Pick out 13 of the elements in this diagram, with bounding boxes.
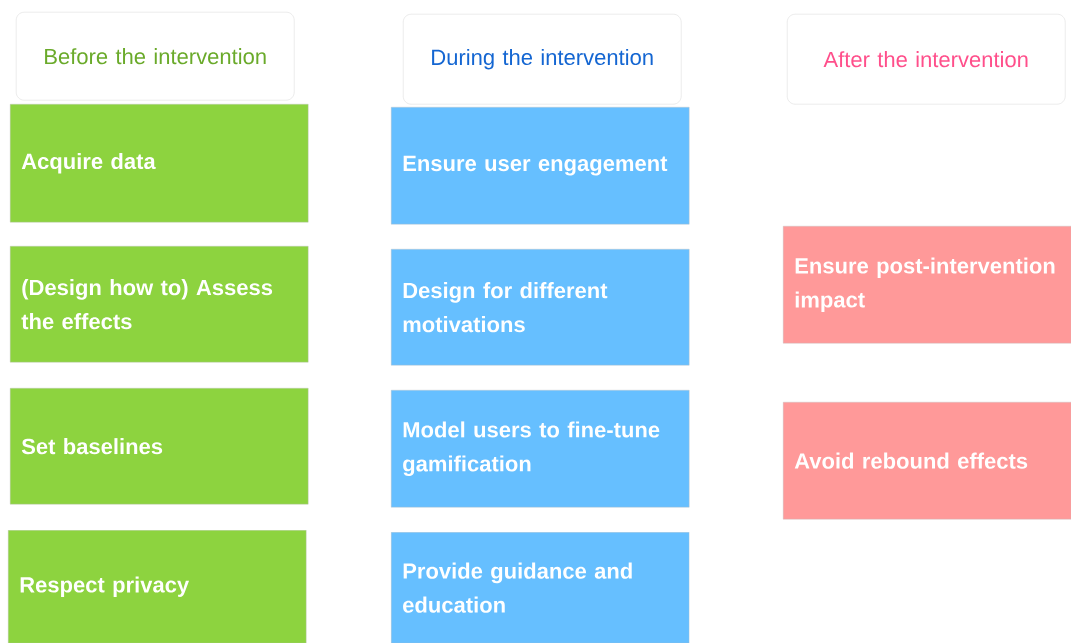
task-box: Set baselines — [10, 388, 309, 505]
task-box: Respect privacy — [8, 530, 307, 643]
task-box: Acquire data — [10, 104, 309, 223]
column-header: Before the intervention — [16, 12, 295, 101]
column-header: After the intervention — [787, 14, 1066, 105]
task-box: Model users to fine-tune gamification — [391, 390, 690, 508]
task-box: (Design how to) Assess the effects — [10, 246, 309, 363]
task-box: Provide guidance and education — [391, 532, 690, 643]
task-box: Ensure post-intervention impact — [783, 226, 1071, 344]
task-box: Ensure user engagement — [391, 107, 690, 225]
column-header: During the intervention — [403, 14, 682, 105]
task-box: Design for different motivations — [391, 249, 690, 366]
task-box: Avoid rebound effects — [783, 402, 1071, 520]
